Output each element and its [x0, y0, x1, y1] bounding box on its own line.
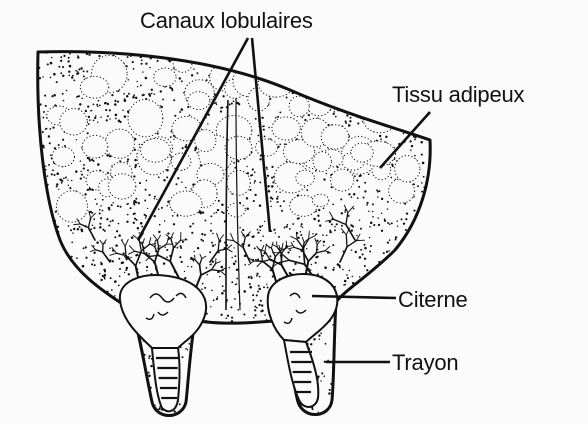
label-tissu-adipeux: Tissu adipeux [392, 84, 524, 106]
label-canaux-lobulaires: Canaux lobulaires [140, 10, 313, 32]
label-trayon: Trayon [392, 352, 458, 374]
right-cistern [268, 274, 338, 342]
label-citerne: Citerne [398, 289, 468, 311]
right-teat-canal [284, 340, 318, 407]
leader-canaux-right [252, 38, 270, 232]
